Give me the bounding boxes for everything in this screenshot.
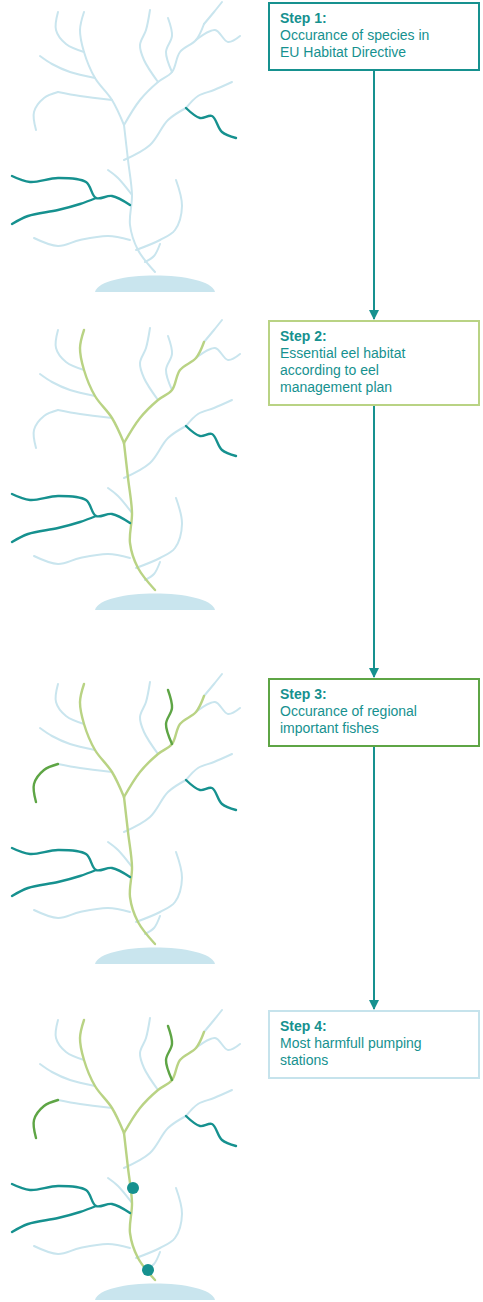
river-branch <box>186 82 232 108</box>
river-branch <box>80 1020 124 1133</box>
lake-basin <box>95 1284 215 1301</box>
flow-arrow <box>373 747 375 1009</box>
river-branch <box>186 780 236 810</box>
flow-arrow <box>373 406 375 677</box>
river-branch <box>124 426 186 478</box>
river-tree <box>12 320 240 610</box>
river-branch <box>140 328 158 400</box>
river-branch <box>56 12 84 52</box>
river-branch <box>34 764 58 802</box>
river-branch <box>140 682 158 754</box>
river-branch <box>12 198 96 224</box>
river-branch <box>186 1116 236 1146</box>
river-branch <box>80 684 124 797</box>
river-branch <box>136 1188 182 1258</box>
lake-basin <box>95 948 215 965</box>
river-branch <box>204 674 222 696</box>
lake-basin <box>95 276 215 293</box>
step-description: Occurance of species in EU Habitat Direc… <box>280 27 440 61</box>
river-tree <box>12 674 240 964</box>
river-branch <box>166 690 172 744</box>
river-branch <box>136 498 182 568</box>
step-box: Step 1:Occurance of species in EU Habita… <box>268 2 480 71</box>
river-branch <box>12 1184 130 1213</box>
river-branch <box>124 342 204 443</box>
river-branch <box>58 92 112 100</box>
river-branch <box>40 56 95 78</box>
river-branch <box>196 348 240 360</box>
river-tree <box>12 2 240 292</box>
river-branch <box>124 797 155 944</box>
river-branch <box>136 852 182 922</box>
river-branch <box>58 1100 112 1108</box>
river-branch <box>12 176 130 205</box>
river-branch <box>186 108 236 138</box>
river-branch <box>124 1032 204 1133</box>
flow-arrow <box>373 71 375 319</box>
river-branch <box>145 244 160 262</box>
river-branch <box>58 410 112 418</box>
river-branch <box>124 24 204 125</box>
river-branch <box>124 108 186 160</box>
river-branch <box>186 426 236 456</box>
step-description: Essential eel habitat according to eel m… <box>280 345 440 396</box>
river-branch <box>108 488 132 513</box>
step-box: Step 4:Most harmfull pumping stations <box>268 1010 480 1079</box>
river-branch <box>196 702 240 714</box>
river-branch <box>34 1244 130 1254</box>
river-branch <box>204 1010 222 1032</box>
river-branch <box>186 400 232 426</box>
river-branch <box>12 494 130 523</box>
pumping-station-dot <box>127 1182 139 1194</box>
river-branch <box>12 870 96 896</box>
river-branch <box>140 1018 158 1090</box>
step-description: Occurance of regional important fishes <box>280 703 440 737</box>
river-branch <box>124 780 186 832</box>
river-branch <box>12 516 96 542</box>
lake-basin <box>95 594 215 611</box>
river-branch <box>34 236 130 246</box>
river-branch <box>204 2 222 24</box>
river-branch <box>124 696 204 797</box>
step-box: Step 2:Essential eel habitat according t… <box>268 320 480 406</box>
river-tree <box>12 1010 240 1300</box>
river-branch <box>196 1038 240 1050</box>
river-branch <box>166 1026 172 1080</box>
river-branch <box>136 180 182 250</box>
step-heading: Step 4: <box>280 1018 440 1035</box>
river-branch <box>34 92 58 130</box>
river-branch <box>108 170 132 195</box>
river-branch <box>145 916 160 934</box>
step-heading: Step 3: <box>280 686 440 703</box>
river-branch <box>196 30 240 42</box>
river-branch <box>166 18 172 72</box>
river-branch <box>80 330 124 443</box>
river-branch <box>124 443 155 590</box>
river-branch <box>124 1116 186 1168</box>
river-branch <box>34 554 130 564</box>
river-branch <box>186 754 232 780</box>
river-branch <box>145 562 160 580</box>
river-branch <box>140 10 158 82</box>
step-heading: Step 1: <box>280 10 440 27</box>
step-description: Most harmfull pumping stations <box>280 1035 440 1069</box>
river-branch <box>80 12 124 125</box>
pumping-station-dot <box>142 1264 154 1276</box>
river-branch <box>34 1100 58 1138</box>
step-box: Step 3:Occurance of regional important f… <box>268 678 480 747</box>
river-branch <box>124 125 155 272</box>
river-branch <box>58 764 112 772</box>
step-heading: Step 2: <box>280 328 440 345</box>
river-branch <box>186 1090 232 1116</box>
river-branch <box>108 842 132 867</box>
river-branch <box>12 848 130 877</box>
river-branch <box>124 1133 155 1280</box>
river-branch <box>34 908 130 918</box>
river-branch <box>12 1206 96 1232</box>
river-branch <box>204 320 222 342</box>
river-branch <box>34 410 58 448</box>
river-branch <box>166 336 172 390</box>
